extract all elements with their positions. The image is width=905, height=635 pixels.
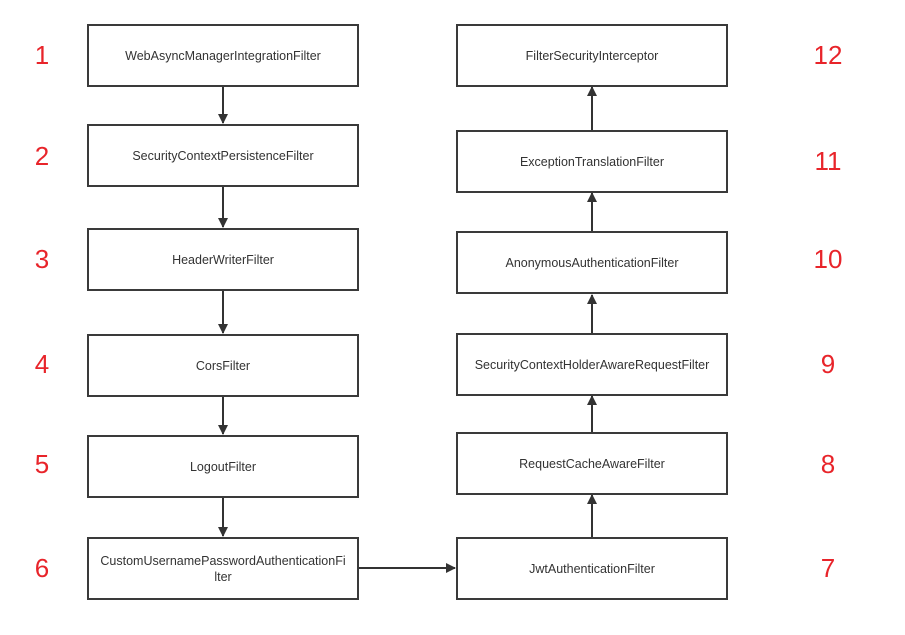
filter-box-web-async-manager-integration: WebAsyncManagerIntegrationFilter [87,24,359,87]
filter-box-request-cache-aware: RequestCacheAwareFilter [456,432,728,495]
filter-box-filter-security-interceptor: FilterSecurityInterceptor [456,24,728,87]
order-number-9: 9 [820,349,836,379]
order-number-10: 10 [813,244,843,274]
order-number-2: 2 [34,141,50,171]
filter-box-cors: CorsFilter [87,334,359,397]
filter-box-security-context-persistence: SecurityContextPersistenceFilter [87,124,359,187]
order-number-11: 11 [814,146,842,176]
order-number-12: 12 [813,40,843,70]
filter-box-header-writer: HeaderWriterFilter [87,228,359,291]
order-number-6: 6 [34,553,50,583]
filter-box-logout: LogoutFilter [87,435,359,498]
filter-box-exception-translation: ExceptionTranslationFilter [456,130,728,193]
order-number-1: 1 [34,40,50,70]
filter-box-custom-username-password-authentication: CustomUsernamePasswordAuthenticationFilt… [87,537,359,600]
order-number-3: 3 [34,244,50,274]
order-number-7: 7 [820,553,836,583]
order-number-8: 8 [820,449,836,479]
filter-box-security-context-holder-aware-request: SecurityContextHolderAwareRequestFilter [456,333,728,396]
filter-box-anonymous-authentication: AnonymousAuthenticationFilter [456,231,728,294]
filter-box-jwt-authentication: JwtAuthenticationFilter [456,537,728,600]
order-number-4: 4 [34,349,50,379]
order-number-5: 5 [34,449,50,479]
